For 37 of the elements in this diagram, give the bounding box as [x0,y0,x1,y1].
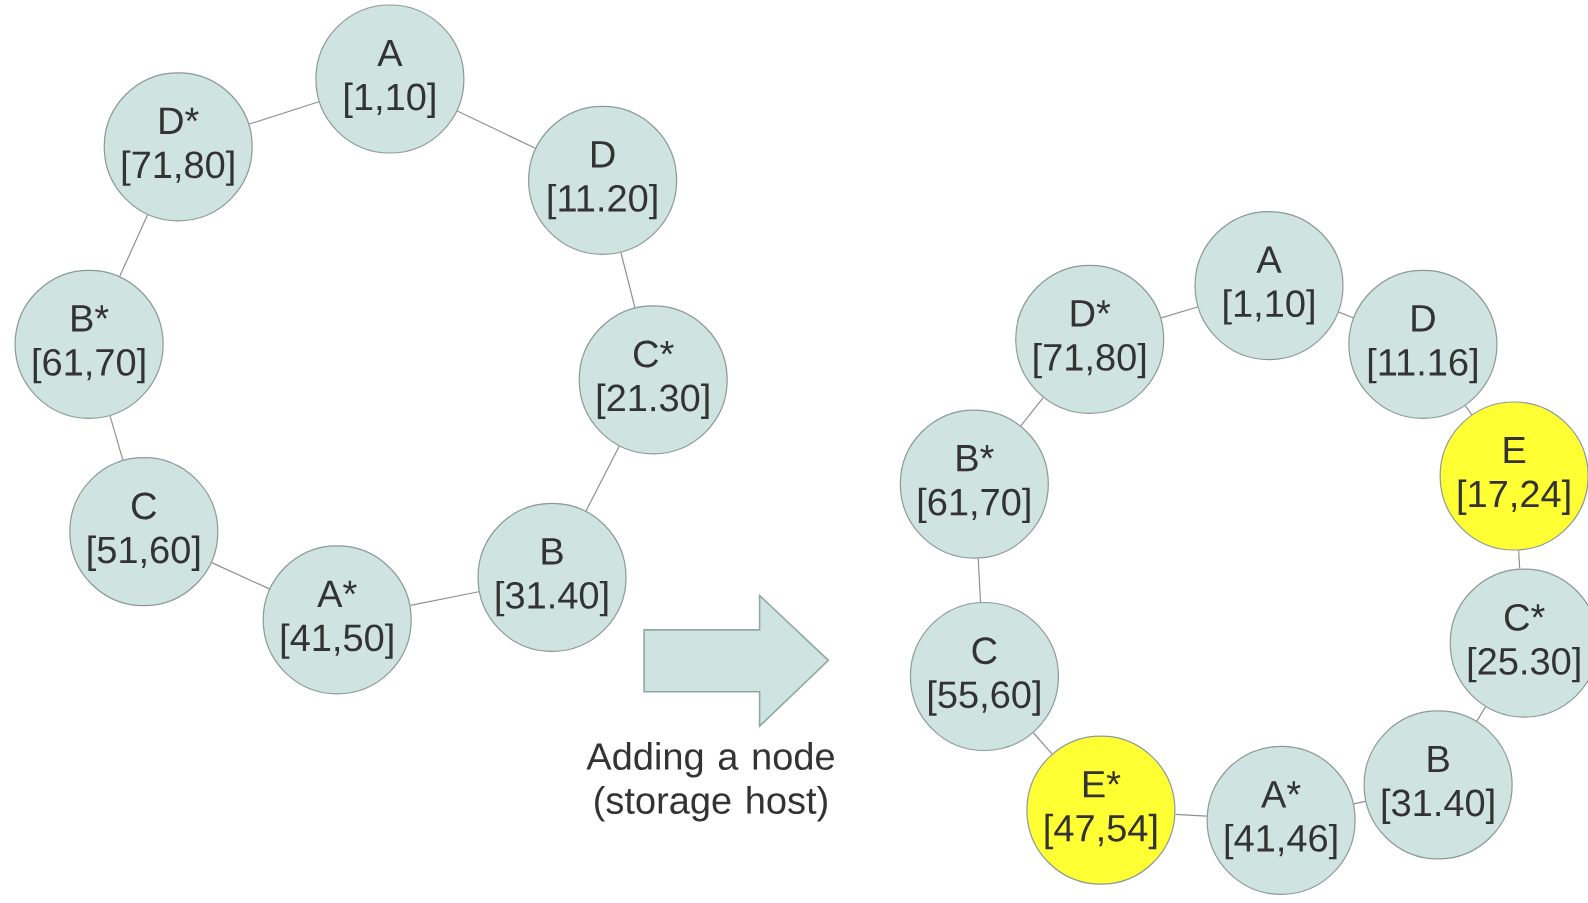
connector-line [456,110,536,149]
connector-line [248,101,320,125]
ring-node: B* [61,70] [14,269,164,419]
ring-node: D [11.20] [528,105,678,255]
ring-node: D [11.16] [1348,269,1498,419]
ring-node: D* [71,80] [1015,264,1165,414]
ring-node: A [1,10] [1194,211,1344,361]
ring-node: C [55,60] [909,601,1059,752]
connector-line [1020,397,1044,427]
ring-node: E* [47,54] [1026,735,1176,885]
connector-line [1160,306,1199,319]
ring-node: B [31.40] [477,502,627,652]
ring-node: A* [41,46] [1206,745,1356,895]
ring-node: D* [71,80] [103,72,253,222]
connector-line [1464,405,1473,416]
connector-line [585,445,620,512]
connector-line [109,415,124,461]
connector-line [119,214,149,277]
connector-line [1476,706,1487,722]
arrow-caption: Adding a node (storage host) [586,742,834,822]
connector-line [211,562,270,590]
connector-line [1338,311,1354,319]
connector-line [620,252,636,309]
ring-node: B [31.40] [1363,710,1513,860]
connector-line [1518,549,1521,570]
ring-node: C* [21.30] [578,305,728,455]
connector-line [1353,800,1366,805]
connector-line [1032,732,1053,755]
ring-node: A* [41,50] [262,545,412,695]
ring-node: E [17,24] [1439,401,1588,551]
connector-line [977,558,982,603]
ring-node: C* [25.30] [1449,568,1588,718]
connector-line [1174,813,1208,817]
ring-node: B* [61,70] [899,409,1049,559]
ring-node: C [51,60] [69,457,219,607]
ring-node: A [1,10] [315,4,465,154]
connector-line [409,591,480,606]
